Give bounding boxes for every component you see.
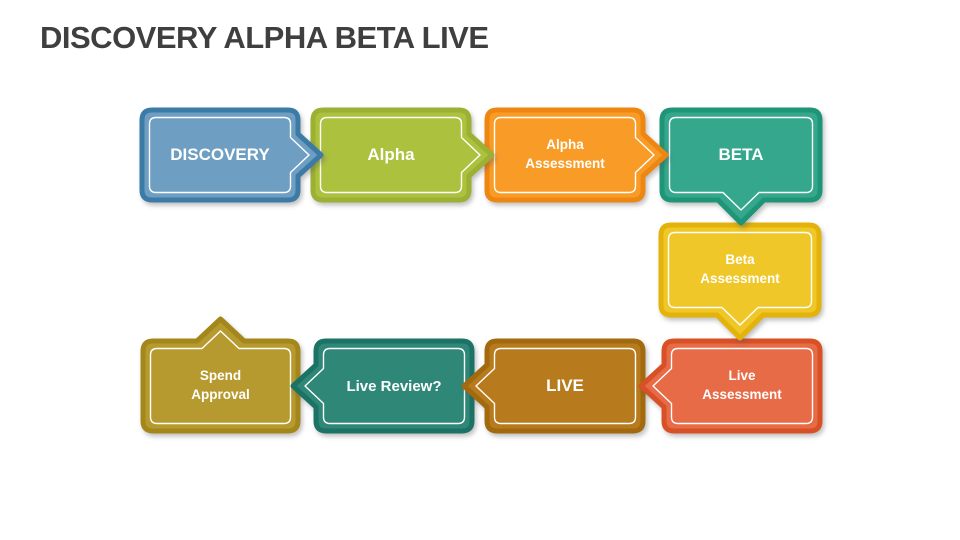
node-alpha: Alpha [309, 106, 499, 204]
node-label: DISCOVERY [170, 145, 270, 164]
node-inner-outline [652, 347, 814, 425]
node-inner-outline [149, 330, 292, 425]
page-title: DISCOVERY ALPHA BETA LIVE [40, 20, 489, 55]
node-body [290, 338, 475, 434]
node-inner-outline [148, 116, 310, 194]
node-beta: BETA [658, 106, 824, 232]
node-body [461, 338, 646, 434]
node-body [139, 107, 324, 203]
node-body [310, 107, 495, 203]
node-label: LIVE [546, 376, 584, 395]
node-body [638, 338, 823, 434]
node-live-review: Live Review? [288, 337, 478, 435]
node-label: Alpha [367, 145, 415, 164]
node-body [659, 107, 823, 226]
node-inner-outline [319, 116, 481, 194]
node-label: BETA [718, 145, 764, 164]
node-inner-outline [304, 347, 466, 425]
node-inner-outline [475, 347, 637, 425]
node-body [484, 107, 669, 203]
down-arrow-shape [659, 107, 823, 226]
node-body [658, 222, 822, 341]
node-inner-outline [493, 116, 655, 194]
left-arrow-shape [290, 338, 475, 434]
node-discovery: DISCOVERY [138, 106, 328, 204]
node-live: LIVE [459, 337, 649, 435]
node-body [140, 316, 301, 434]
right-arrow-shape [310, 107, 495, 203]
down-arrow-shape [658, 222, 822, 341]
right-arrow-shape [484, 107, 669, 203]
left-arrow-shape [461, 338, 646, 434]
node-inner-outline [668, 116, 814, 211]
node-label: Live Review? [346, 377, 442, 395]
up-arrow-shape [140, 316, 301, 434]
left-arrow-shape [638, 338, 823, 434]
right-arrow-shape [139, 107, 324, 203]
node-inner-outline [667, 231, 813, 326]
